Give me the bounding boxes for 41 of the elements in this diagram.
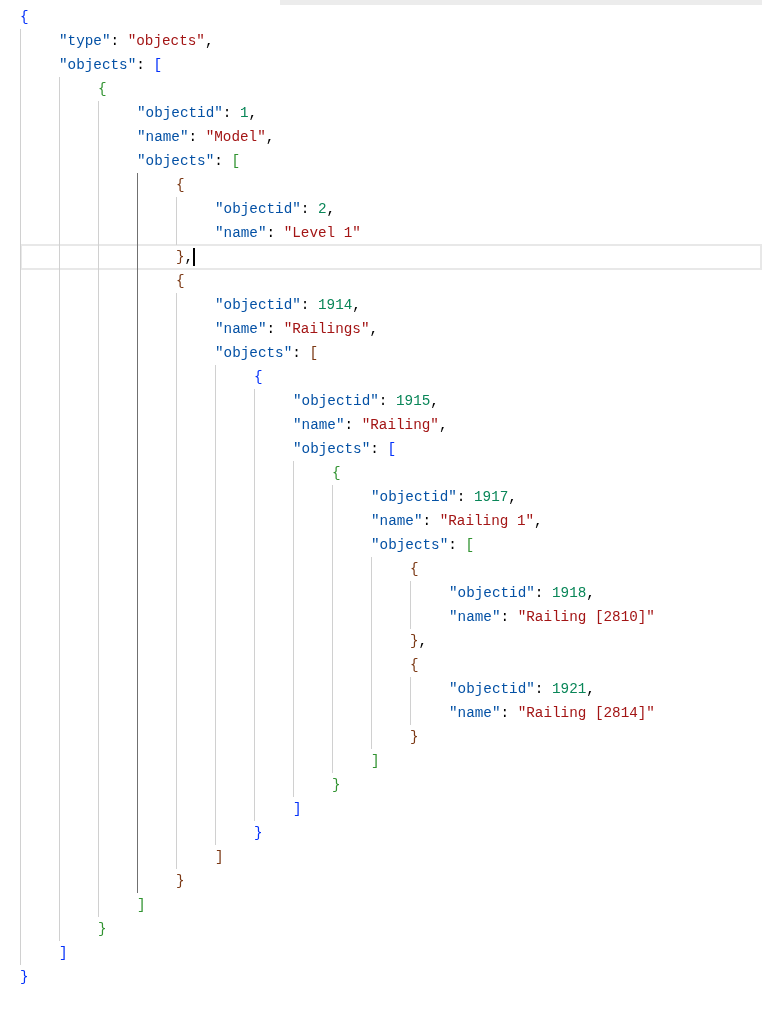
code-line: ] xyxy=(137,896,146,915)
code-line: } xyxy=(98,920,107,939)
code-line: "name": "Railing [2810]" xyxy=(449,608,655,627)
code-line: ] xyxy=(215,848,224,867)
code-line: "objects": [ xyxy=(371,536,474,555)
code-line: "objectid": 1914, xyxy=(215,296,361,315)
code-line: { xyxy=(176,176,185,195)
code-line: }, xyxy=(176,247,196,267)
code-line: } xyxy=(176,872,185,891)
code-line: "objectid": 1921, xyxy=(449,680,595,699)
code-line: "objects": [ xyxy=(59,56,162,75)
code-line: "objectid": 2, xyxy=(215,200,336,219)
code-line: "name": "Railing 1", xyxy=(371,512,543,531)
code-line: { xyxy=(410,560,419,579)
code-line: ] xyxy=(371,752,380,771)
code-line: { xyxy=(176,272,185,291)
code-line: "objects": [ xyxy=(137,152,240,171)
code-line: "type": "objects", xyxy=(59,32,214,51)
code-line: "name": "Railing [2814]" xyxy=(449,704,655,723)
code-line: } xyxy=(254,824,263,843)
code-line: { xyxy=(410,656,419,675)
code-line: } xyxy=(332,776,341,795)
code-line: { xyxy=(254,368,263,387)
code-line: "name": "Level 1" xyxy=(215,224,361,243)
code-line: "name": "Model", xyxy=(137,128,275,147)
code-line: { xyxy=(98,80,107,99)
code-line: "objects": [ xyxy=(293,440,396,459)
code-line: } xyxy=(20,968,29,987)
code-line: }, xyxy=(410,632,428,651)
code-line: ] xyxy=(59,944,68,963)
code-line: "objectid": 1917, xyxy=(371,488,517,507)
code-line: "objectid": 1, xyxy=(137,104,258,123)
code-line: } xyxy=(410,728,419,747)
code-line: "name": "Railing", xyxy=(293,416,448,435)
code-line: { xyxy=(20,8,29,27)
code-line: ] xyxy=(293,800,302,819)
code-line: "name": "Railings", xyxy=(215,320,379,339)
code-line: "objectid": 1918, xyxy=(449,584,595,603)
code-line: { xyxy=(332,464,341,483)
code-line: "objects": [ xyxy=(215,344,318,363)
code-line: "objectid": 1915, xyxy=(293,392,439,411)
